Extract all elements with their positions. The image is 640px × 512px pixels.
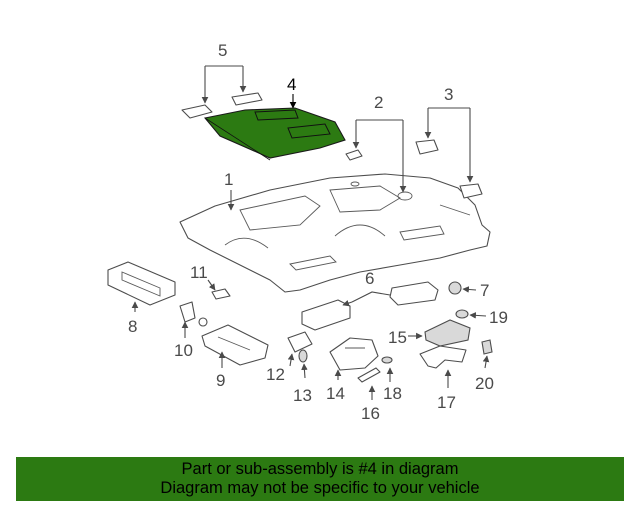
- part-12-lamp: [287, 331, 313, 367]
- part-9-sun-visor: [201, 324, 269, 368]
- part-3-clips: [415, 107, 483, 199]
- part-19-bulb: [455, 309, 487, 319]
- part-17-bezel: [419, 345, 467, 388]
- callout-4: 4: [287, 75, 296, 94]
- callout-14: 14: [326, 384, 345, 403]
- callout-19: 19: [489, 308, 508, 327]
- callout-11: 11: [190, 263, 208, 282]
- callout-18: 18: [383, 384, 402, 403]
- callout-9: 9: [216, 371, 225, 390]
- part-6-handles: [301, 281, 439, 331]
- callout-5: 5: [218, 41, 227, 60]
- callout-7: 7: [480, 281, 489, 300]
- callout-15: 15: [388, 328, 407, 347]
- part-8-sun-visor: [107, 261, 176, 312]
- part-18-bulb: [381, 356, 394, 382]
- banner-line-2: Diagram may not be specific to your vehi…: [160, 479, 480, 497]
- callout-6: 6: [365, 269, 374, 288]
- part-5-clips: [181, 65, 263, 119]
- callout-13: 13: [293, 386, 312, 405]
- callout-10: 10: [174, 341, 193, 360]
- callout-17: 17: [437, 393, 456, 412]
- part-15-lens: [408, 319, 471, 347]
- part-10-holder: [179, 301, 208, 338]
- part-16-lens: [357, 367, 381, 400]
- part-2-clips: [345, 119, 407, 193]
- part-13-bulb: [298, 349, 308, 379]
- callout-3: 3: [444, 85, 453, 104]
- part-7-cap: [448, 281, 477, 295]
- callout-2: 2: [374, 93, 383, 112]
- callout-8: 8: [128, 317, 137, 336]
- parts-diagram: 1 2 3 4 5 6 7 8 9 10 11 12 13 14 15 16 1…: [107, 41, 508, 423]
- banner-line-1: Part or sub-assembly is #4 in diagram: [181, 460, 459, 478]
- part-1-headliner: [179, 173, 491, 293]
- info-banner: Part or sub-assembly is #4 in diagram Di…: [16, 457, 624, 501]
- callout-16: 16: [361, 404, 380, 423]
- part-14-map-lamp: [329, 337, 379, 380]
- callout-20: 20: [475, 374, 494, 393]
- callout-1: 1: [224, 170, 233, 189]
- part-20-bulb: [481, 339, 493, 369]
- part-4-highlighted: [203, 107, 346, 161]
- callout-12: 12: [266, 365, 285, 384]
- part-11-clip: [207, 279, 231, 300]
